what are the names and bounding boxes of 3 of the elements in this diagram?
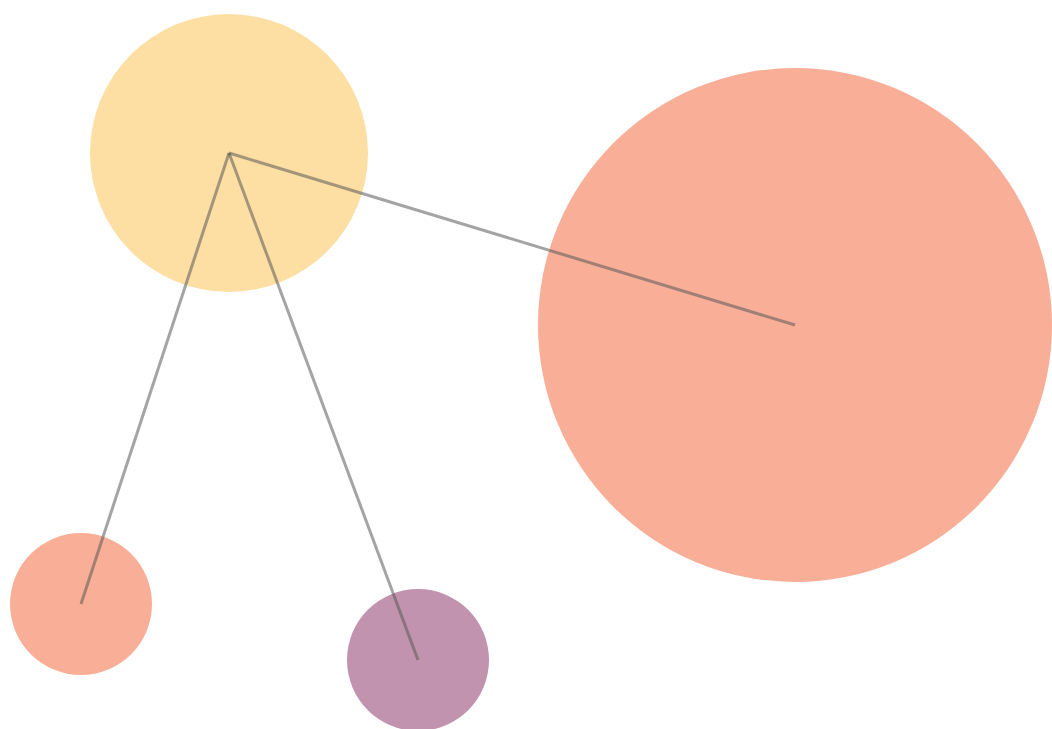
connector-line: [228, 151, 796, 327]
connector-line: [79, 152, 231, 605]
connector-line: [227, 152, 420, 661]
